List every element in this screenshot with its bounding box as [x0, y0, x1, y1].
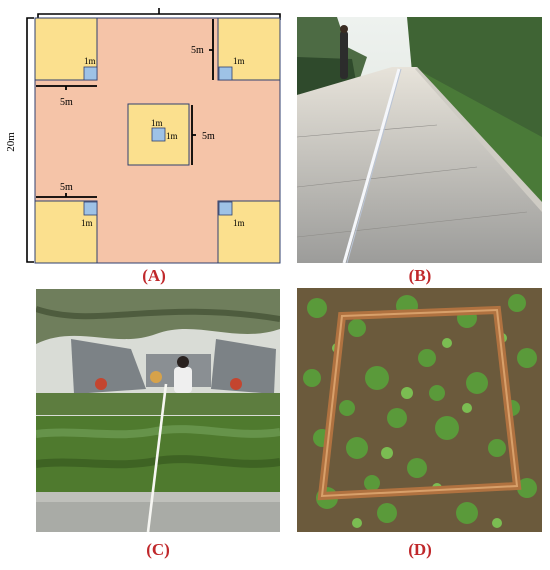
subplot-center [151, 127, 166, 142]
bracket-top-left [36, 85, 97, 90]
label-1m-top-left: 1m [84, 56, 96, 66]
grass-right [422, 72, 542, 202]
subplot-top-right [218, 66, 233, 81]
sculpture-wall-left [71, 339, 146, 394]
plot-diagram: 20m 5m 5m 5m 5m 1m 1m 1m 1m 1m 1m [5, 8, 281, 264]
panel-label-d: (D) [408, 540, 432, 559]
label-1m-top-right: 1m [233, 56, 245, 66]
label-5m-top-left: 5m [60, 97, 73, 108]
top-bracket [37, 8, 281, 20]
bracket-top-right [209, 19, 214, 80]
subplot-top-left [83, 66, 98, 81]
side-length-label: 20m [5, 132, 17, 152]
panel-label-b: (B) [408, 266, 432, 285]
measuring-tape [146, 383, 168, 532]
left-bracket [26, 17, 34, 263]
panel-label-a: (A) [142, 266, 166, 285]
label-1m-bottom-right: 1m [233, 218, 245, 228]
hedge-photo [36, 289, 280, 532]
pavement-joints [297, 124, 528, 238]
path-photo [297, 17, 542, 263]
label-5m-top-right: 5m [191, 45, 204, 56]
measuring-tape [342, 68, 401, 263]
pine-canopy [36, 289, 280, 344]
quadrat-frame-photo [297, 288, 542, 532]
label-1m-center-right: 1m [166, 131, 178, 141]
subplot-bottom-right [218, 201, 233, 216]
label-5m-bottom-left: 5m [60, 182, 73, 193]
photo-panel-d [297, 288, 542, 532]
photo-panel-b [297, 17, 542, 263]
label-5m-center: 5m [202, 131, 215, 142]
curb [36, 492, 280, 502]
person [340, 31, 348, 79]
hedge-back [36, 393, 280, 415]
bracket-bottom-left [36, 193, 97, 198]
quadrat-bottom-left [34, 200, 98, 264]
label-1m-center-top: 1m [151, 118, 163, 128]
bracket-center [191, 105, 196, 165]
sculpture-wall-right [211, 339, 276, 394]
pavement [36, 502, 280, 532]
person [174, 367, 192, 393]
subplot-bottom-left [83, 201, 98, 216]
label-1m-bottom-left: 1m [81, 218, 93, 228]
diagram-panel-a: 20m 5m 5m 5m 5m 1m 1m 1m 1m 1m 1m [0, 0, 290, 265]
curb [415, 67, 542, 212]
photo-panel-c [36, 289, 280, 532]
panel-label-c: (C) [146, 540, 170, 559]
